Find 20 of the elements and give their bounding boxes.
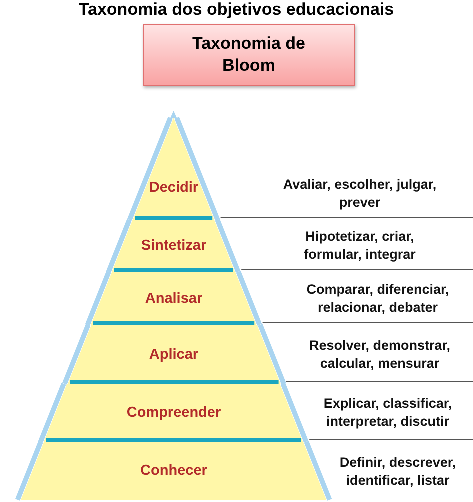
pyramid-level (85, 272, 263, 325)
verb-list: Avaliar, escolher, julgar, prever (280, 170, 440, 218)
level-label: Aplicar (149, 346, 199, 364)
level-label: Decidir (149, 179, 199, 197)
verb-list: Definir, descrever, identificar, listar (324, 444, 472, 500)
pyramid-level (62, 325, 286, 384)
verb-list: Comparar, diferenciar, relacionar, debater (298, 274, 458, 323)
pyramid-level (15, 442, 333, 500)
title: Taxonomia dos objetivos educacionais (78, 0, 396, 20)
level-label: Conhecer (140, 462, 208, 480)
box-title: Taxonomia de Bloom (191, 33, 307, 77)
pyramid-level (106, 220, 242, 272)
level-label: Analisar (145, 290, 203, 308)
verb-list: Resolver, demonstrar, calcular, mensurar (300, 327, 460, 382)
level-label: Sintetizar (141, 237, 207, 255)
pyramid-level (38, 384, 310, 442)
level-label: Compreender (126, 404, 222, 422)
verb-list: Explicar, classificar, interpretar, discutir (310, 386, 466, 440)
title-box (143, 24, 355, 86)
verb-list: Hipotetizar, criar, formular, integrar (280, 222, 440, 270)
